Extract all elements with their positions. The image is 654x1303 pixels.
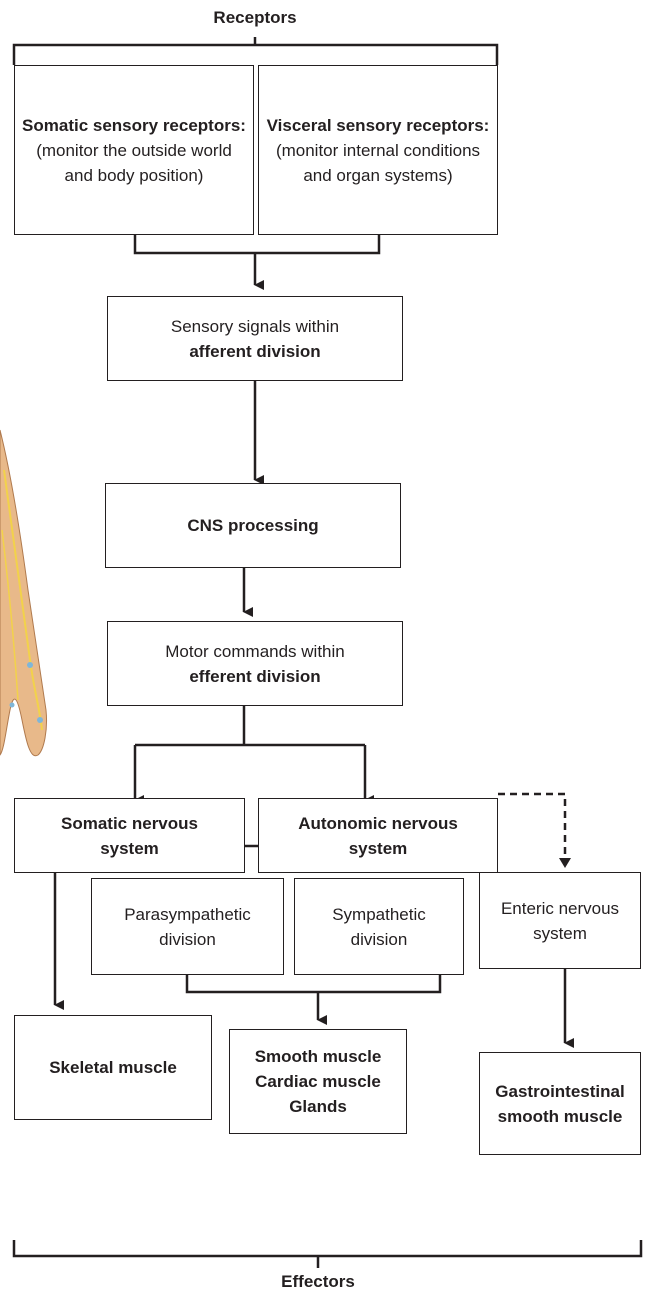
sympathetic-division-box: Sympathetic division (294, 878, 464, 975)
effectors-label: Effectors (281, 1272, 355, 1291)
smooth-group-line3: Glands (289, 1097, 347, 1116)
autonomic-ns-line1: Autonomic nervous (298, 813, 458, 833)
parasympathetic-line2: division (159, 929, 216, 949)
smooth-group-line1: Smooth muscle (254, 1047, 382, 1066)
visceral-sensory-title: Visceral sensory receptors: (266, 115, 490, 135)
cns-label: CNS processing (187, 516, 319, 535)
sympathetic-line2: division (350, 929, 408, 949)
gastro-line2: smooth muscle (497, 1106, 623, 1126)
efferent-division-box: Motor commands within efferent division (107, 621, 403, 706)
somatic-sensory-receptors-box: Somatic sensory receptors: (monitor the … (14, 65, 254, 235)
enteric-line2: system (533, 923, 587, 943)
hand-illustration (0, 429, 47, 757)
somatic-ns-line1: Somatic nervous (61, 813, 198, 833)
efferent-line2: efferent division (189, 666, 321, 686)
parasympathetic-division-box: Parasympathetic division (91, 878, 284, 975)
skeletal-muscle-box: Skeletal muscle (14, 1015, 212, 1120)
receptors-bracket (12, 43, 499, 65)
cns-processing-box: CNS processing (105, 483, 401, 568)
gastrointestinal-smooth-muscle-box: Gastrointestinal smooth muscle (479, 1052, 641, 1155)
receptors-label: Receptors (213, 8, 297, 27)
gastro-line1: Gastrointestinal (495, 1081, 625, 1101)
somatic-sensory-title: Somatic sensory receptors: (22, 115, 246, 135)
autonomic-nervous-system-box: Autonomic nervous system (258, 798, 498, 873)
skeletal-label: Skeletal muscle (49, 1058, 177, 1077)
somatic-ns-line2: system (100, 838, 159, 858)
afferent-line2: afferent division (189, 341, 321, 361)
parasympathetic-line1: Parasympathetic (124, 904, 251, 924)
autonomic-ns-line2: system (348, 838, 408, 858)
visceral-sensory-receptors-box: Visceral sensory receptors: (monitor int… (258, 65, 498, 235)
effectors-bracket (12, 1240, 643, 1258)
afferent-line1: Sensory signals within (170, 316, 340, 336)
enteric-line1: Enteric nervous (500, 898, 620, 918)
efferent-line1: Motor commands within (165, 641, 345, 661)
smooth-group-line2: Cardiac muscle (255, 1072, 381, 1091)
somatic-sensory-desc: (monitor the outside world and body posi… (36, 140, 232, 185)
afferent-division-box: Sensory signals within afferent division (107, 296, 403, 381)
somatic-nervous-system-box: Somatic nervous system (14, 798, 245, 873)
visceral-sensory-desc: (monitor internal conditions and organ s… (275, 140, 481, 185)
smooth-cardiac-glands-box: Smooth muscle Cardiac muscle Glands (229, 1029, 407, 1134)
sympathetic-line1: Sympathetic (332, 904, 426, 924)
enteric-nervous-system-box: Enteric nervous system (479, 872, 641, 969)
